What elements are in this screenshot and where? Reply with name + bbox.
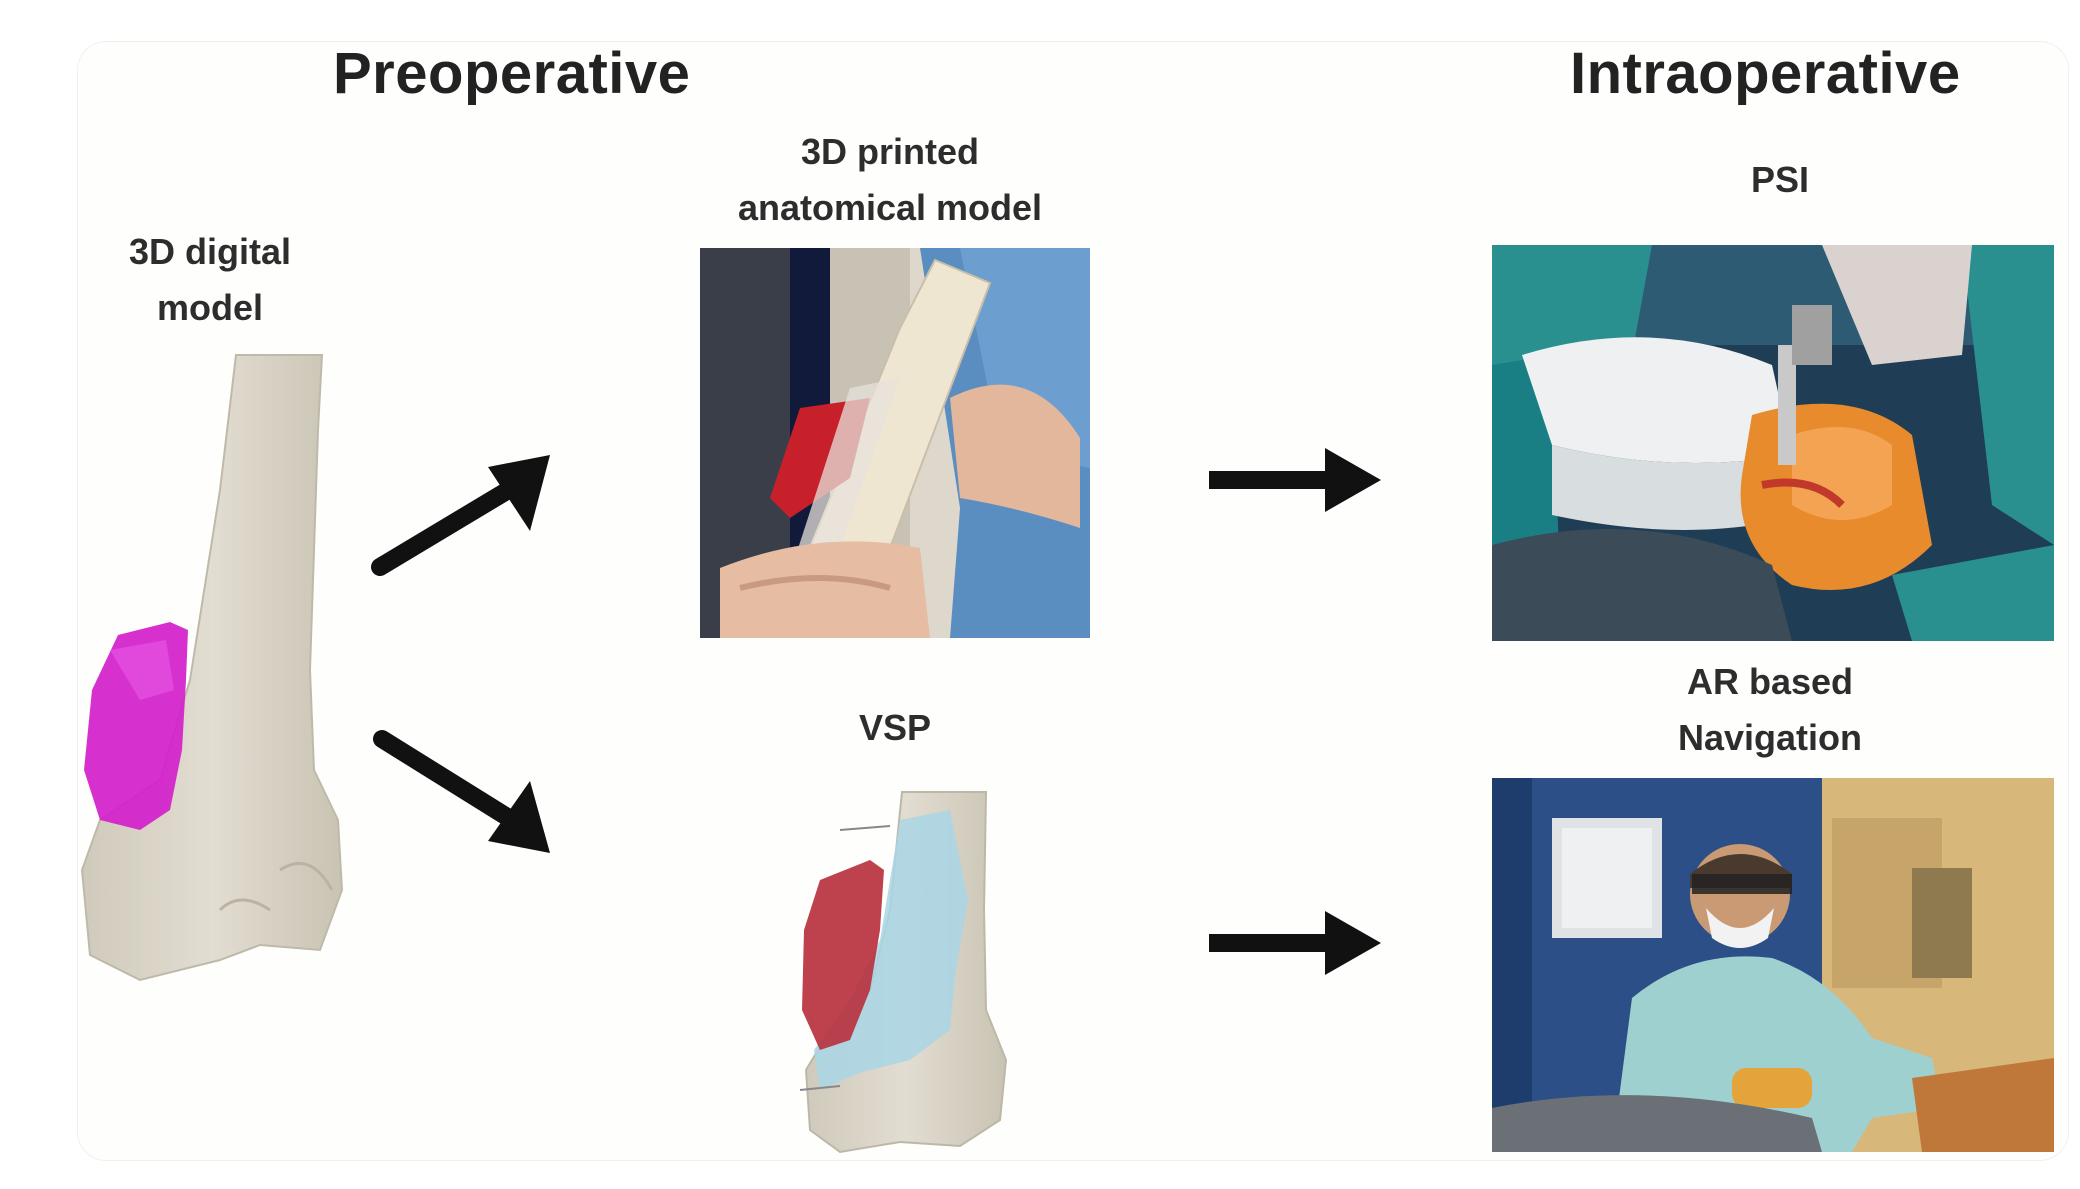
preoperative-heading: Preoperative [333, 41, 691, 106]
psi-surgery-photo [1492, 245, 2054, 641]
vsp-femur-model [799, 791, 1008, 1154]
vsp-tumor [802, 860, 884, 1050]
psi-label: PSI [1750, 159, 1810, 200]
printed-model-label: 3D printed anatomical model [737, 131, 1043, 228]
arrow-up-right-icon [371, 455, 550, 576]
vsp-label: VSP [858, 707, 932, 748]
digital-femur-model [80, 354, 344, 982]
intraoperative-heading: Intraoperative [1570, 41, 1961, 106]
digital-model-label: 3D digital model [128, 231, 292, 328]
ar-navigation-photo [1492, 778, 2054, 1152]
ar-navigation-label: AR based Navigation [1677, 661, 1863, 758]
printed-model-photo [700, 248, 1090, 638]
arrow-right-icon [1209, 911, 1381, 975]
arrow-down-right-icon [373, 730, 550, 853]
arrow-right-icon [1209, 448, 1381, 512]
